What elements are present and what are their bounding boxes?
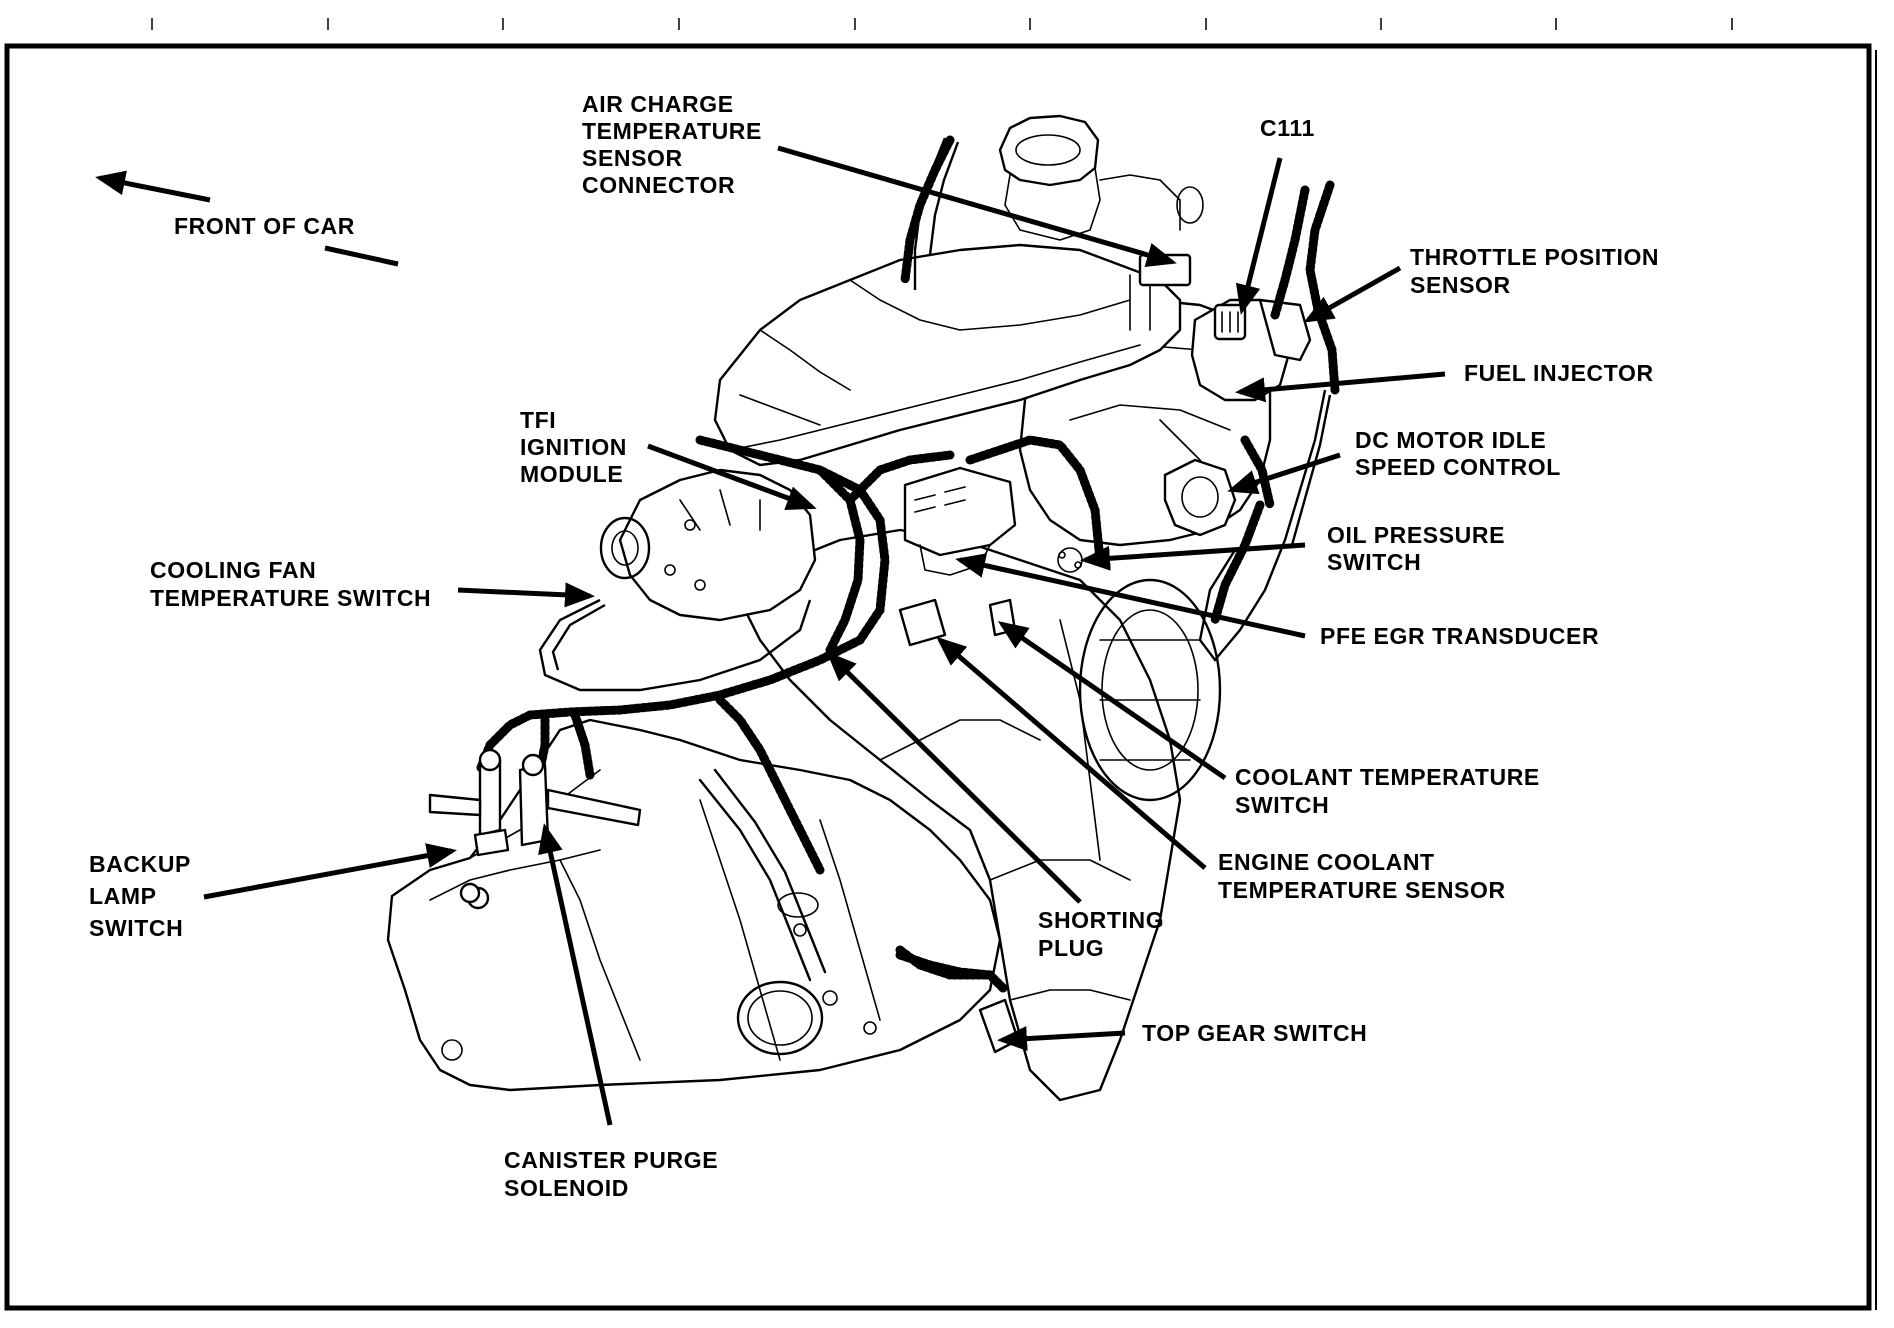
arrow-engine-coolant (936, 636, 1207, 870)
leader-arrows (95, 145, 1446, 1126)
arrow-backup-lamp (203, 843, 457, 900)
oil-filler-cap (998, 114, 1100, 187)
label-backup-lamp: BACKUP LAMP SWITCH (89, 851, 198, 941)
distributor (618, 468, 817, 622)
arrow-coolant-switch (997, 621, 1227, 781)
label-top-gear: TOP GEAR SWITCH (1142, 1020, 1367, 1046)
label-canister-purge: CANISTER PURGE SOLENOID (504, 1147, 725, 1201)
label-fuel-injector: FUEL INJECTOR (1464, 360, 1654, 386)
arrow-throttle-position (1303, 265, 1402, 323)
cooling-fan-hose (538, 598, 812, 692)
component-labels: AIR CHARGE TEMPERATURE SENSOR CONNECTOR … (89, 91, 1666, 1201)
idle-speed-control (1163, 458, 1237, 537)
engine-illustration (386, 114, 1340, 1102)
arrow-canister-purge (538, 823, 613, 1126)
label-pfe-egr: PFE EGR TRANSDUCER (1320, 623, 1599, 649)
label-cooling-fan: COOLING FAN TEMPERATURE SWITCH (150, 557, 431, 611)
label-air-charge: AIR CHARGE TEMPERATURE SENSOR CONNECTOR (582, 91, 769, 198)
label-coolant-switch: COOLANT TEMPERATURE SWITCH (1235, 764, 1547, 818)
arrow-c111 (1235, 157, 1283, 315)
arrow-top-gear (997, 1026, 1126, 1052)
top-ruler-ticks (151, 18, 1733, 30)
arrow-fuel-injector (1235, 371, 1446, 403)
label-front-of-car: FRONT OF CAR (174, 213, 355, 239)
label-dc-motor: DC MOTOR IDLE SPEED CONTROL (1355, 427, 1561, 480)
label-shorting-plug: SHORTING PLUG (1038, 907, 1171, 961)
front-of-car-arrow (95, 170, 211, 203)
tfi-box (903, 466, 1017, 557)
wiring-harness-top (900, 135, 955, 285)
arrow-dc-motor (1227, 452, 1341, 495)
arrow-tfi (647, 443, 817, 511)
label-tfi: TFI IGNITION MODULE (520, 407, 634, 487)
label-throttle-position: THROTTLE POSITION SENSOR (1410, 244, 1666, 298)
label-oil-pressure: OIL PRESSURE SWITCH (1327, 522, 1512, 575)
arrow-oil-pressure (1080, 542, 1306, 571)
wiring-harness-left (525, 435, 890, 720)
diagram-frame (4, 43, 1872, 1311)
arrow-cooling-fan (457, 582, 595, 608)
arrow-air-charge (777, 145, 1177, 268)
label-c111: C111 (1260, 115, 1315, 141)
arrow-shorting-plug (826, 651, 1082, 904)
label-engine-coolant: ENGINE COOLANT TEMPERATURE SENSOR (1218, 849, 1506, 903)
arrow-pfe-egr (955, 553, 1306, 639)
